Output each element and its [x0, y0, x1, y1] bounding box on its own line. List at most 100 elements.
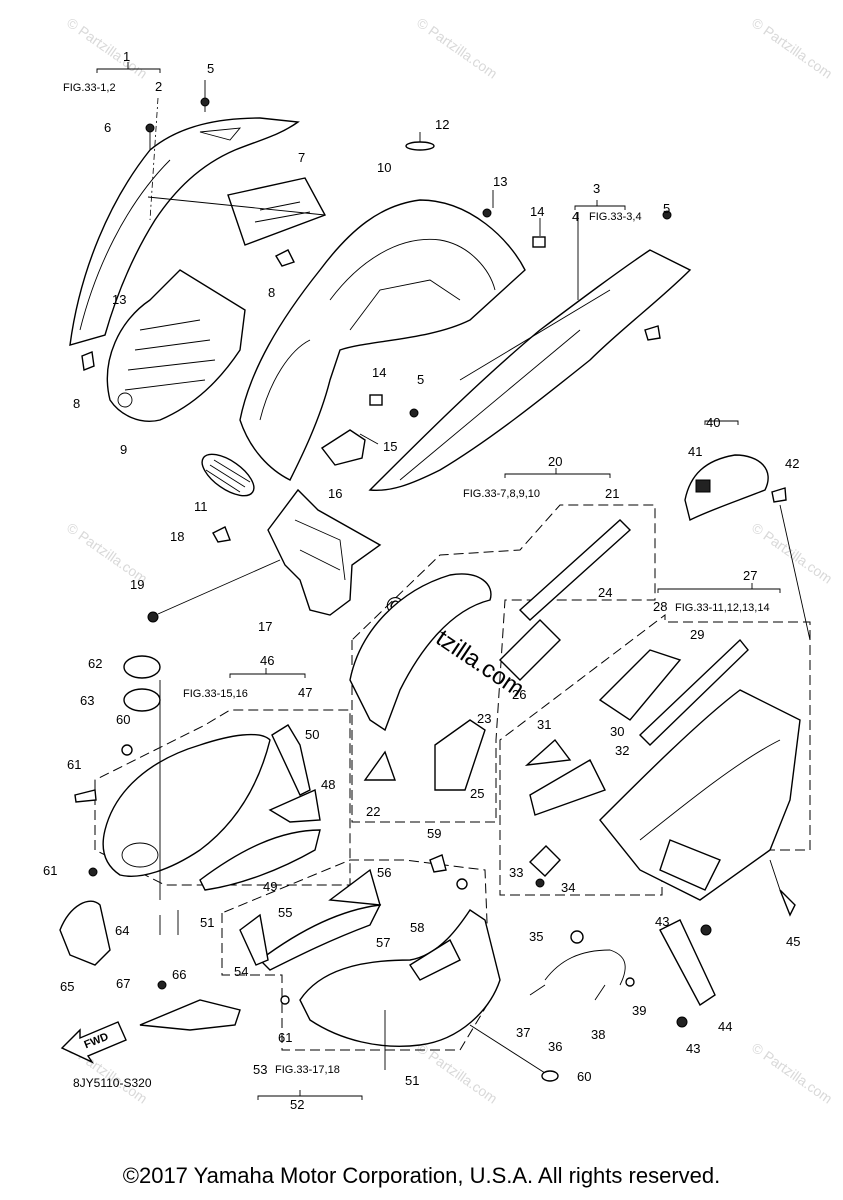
part-strip-24: [518, 519, 632, 621]
callout-18: 18: [170, 529, 185, 544]
callout-27: 27: [743, 568, 758, 583]
part-mesh-11: [201, 453, 255, 497]
part-deck-10: [239, 199, 526, 481]
callout-12: 12: [435, 117, 450, 132]
callout-47: 47: [298, 685, 313, 700]
part-pad-55: [258, 904, 382, 971]
callout-35: 35: [529, 929, 544, 944]
diagram-code: 8JY5110-S320: [73, 1076, 152, 1090]
callout-22: 22: [366, 804, 381, 819]
callout-62: 62: [88, 656, 103, 671]
part-hull-47: [102, 733, 271, 877]
part-bracket-66: [139, 999, 241, 1031]
fig-ref-20: FIG.33-7,8,9,10: [463, 488, 541, 500]
callout-65: 65: [60, 979, 75, 994]
callout-5: 5: [417, 372, 425, 387]
callout-6: 6: [104, 120, 112, 135]
callout-51: 51: [200, 915, 215, 930]
callout-37: 37: [516, 1025, 531, 1040]
callout-21: 21: [605, 486, 620, 501]
callout-14: 14: [372, 365, 387, 380]
callout-59: 59: [427, 826, 442, 841]
callout-55: 55: [278, 905, 293, 920]
part-side-4: [368, 249, 692, 492]
callout-61: 61: [278, 1030, 293, 1045]
part-pad-32: [529, 759, 606, 816]
part-pad-56: [328, 868, 381, 906]
fig-ref-3: FIG.33-3,4: [589, 211, 642, 223]
part-pad-22: [363, 750, 396, 781]
callout-40: 40: [706, 415, 721, 430]
part-pad-26: [499, 619, 561, 681]
part-bracket-44: [659, 919, 716, 1007]
part-pad-31: [524, 738, 572, 766]
part-pad-30: [598, 649, 682, 721]
callout-19: 19: [130, 577, 145, 592]
callout-50: 50: [305, 727, 320, 742]
part-pad-25: [434, 719, 486, 791]
part-panel-7: [227, 177, 326, 246]
callout-43: 43: [686, 1041, 701, 1056]
fig-ref-1: FIG.33-1,2: [63, 82, 116, 94]
part-latch-16: [320, 429, 366, 466]
callout-44: 44: [718, 1019, 733, 1034]
callout-56: 56: [377, 865, 392, 880]
callout-61: 61: [67, 757, 82, 772]
part-cover-23: [349, 573, 492, 732]
callout-17: 17: [258, 619, 273, 634]
part-bracket-54: [239, 913, 269, 966]
callout-33: 33: [509, 865, 524, 880]
callout-16: 16: [328, 486, 343, 501]
part-strip-29: [638, 638, 749, 746]
callout-41: 41: [688, 444, 703, 459]
callout-34: 34: [561, 880, 576, 895]
callout-9: 9: [120, 442, 128, 457]
part-pad-48: [268, 788, 321, 823]
callout-67: 67: [116, 976, 131, 991]
callout-5: 5: [663, 201, 671, 216]
callout-51: 51: [405, 1073, 420, 1088]
callout-46: 46: [260, 653, 275, 668]
callout-10: 10: [377, 160, 392, 175]
callout-42: 42: [785, 456, 800, 471]
callout-28: 28: [653, 599, 668, 614]
callout-31: 31: [537, 717, 552, 732]
callout-29: 29: [690, 627, 705, 642]
callout-26: 26: [512, 687, 527, 702]
fig-ref-53: FIG.33-17,18: [275, 1064, 340, 1076]
callout-15: 15: [383, 439, 398, 454]
callout-30: 30: [610, 724, 625, 739]
callout-14: 14: [530, 204, 545, 219]
callout-43: 43: [655, 914, 670, 929]
callout-58: 58: [410, 920, 425, 935]
callout-38: 38: [591, 1027, 606, 1042]
callout-2: 2: [155, 79, 163, 94]
part-pad-49: [199, 829, 321, 891]
part-cover-40: [684, 454, 769, 522]
callout-8: 8: [268, 285, 276, 300]
callout-24: 24: [598, 585, 613, 600]
callout-57: 57: [376, 935, 391, 950]
callout-25: 25: [470, 786, 485, 801]
part-frame-17: [267, 488, 382, 616]
callout-64: 64: [115, 923, 130, 938]
callout-66: 66: [172, 967, 187, 982]
callout-5: 5: [207, 61, 215, 76]
callout-61: 61: [43, 863, 58, 878]
part-bracket-65: [59, 900, 111, 966]
callout-23: 23: [477, 711, 492, 726]
callout-36: 36: [548, 1039, 563, 1054]
callout-52: 52: [290, 1097, 305, 1112]
callout-13: 13: [112, 292, 127, 307]
part-bracket-58: [409, 938, 461, 981]
fig-ref-27: FIG.33-11,12,13,14: [675, 602, 770, 614]
part-hood-2: [69, 117, 300, 346]
callout-8: 8: [73, 396, 81, 411]
callout-4: 4: [572, 209, 580, 224]
copyright-notice: ©2017 Yamaha Motor Corporation, U.S.A. A…: [122, 1163, 721, 1188]
callout-32: 32: [615, 743, 630, 758]
part-bracket-50: [271, 724, 311, 796]
fig-ref-46: FIG.33-15,16: [183, 688, 248, 700]
